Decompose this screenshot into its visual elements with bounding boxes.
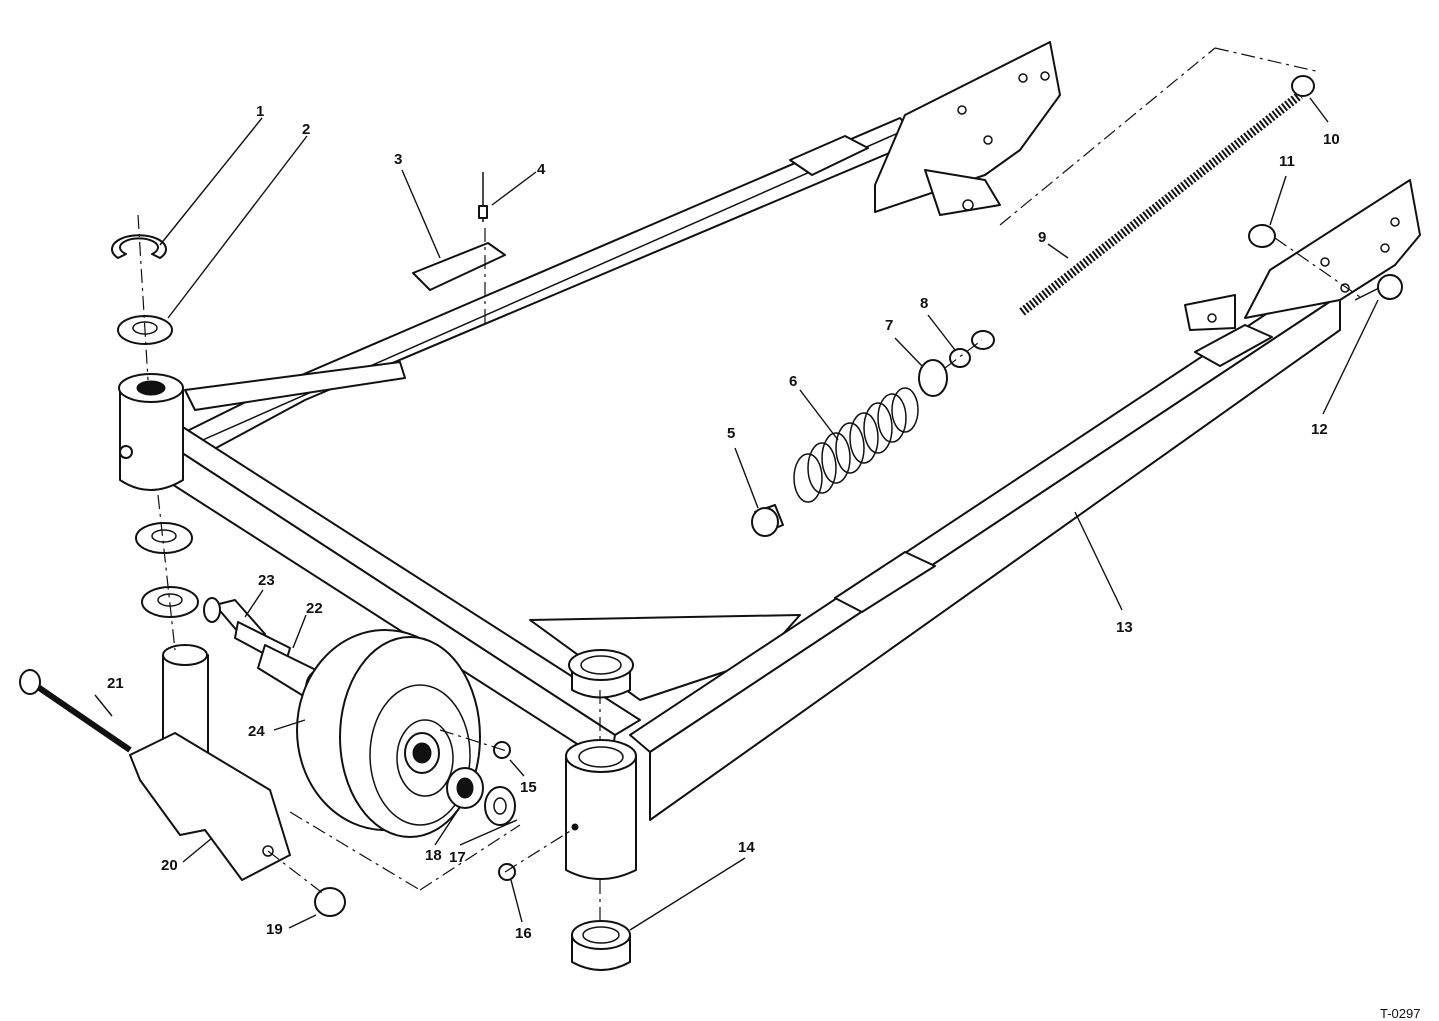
- callout-7: 7: [885, 317, 894, 334]
- right-pivot-tube: [565, 739, 637, 880]
- rail-pad-3: [834, 551, 936, 613]
- left-pivot-tube: [118, 373, 184, 491]
- callout-17: 17: [449, 849, 466, 866]
- callout-leaders: [94, 97, 1379, 931]
- callout-9: 9: [1038, 229, 1047, 246]
- bolt-16: [498, 863, 516, 881]
- callout-1: 1: [256, 103, 265, 120]
- callout-4: 4: [537, 161, 546, 178]
- threaded-rod-9: [1019, 91, 1303, 316]
- callout-10: 10: [1323, 131, 1340, 148]
- frame-right-rail: [629, 284, 1341, 821]
- snap-ring-1: [111, 234, 167, 259]
- callout-6: 6: [789, 373, 798, 390]
- callout-19: 19: [266, 921, 283, 938]
- mounting-plate-right: [1184, 179, 1421, 331]
- spacer-18: [446, 767, 484, 809]
- rail-pad-1: [789, 135, 869, 176]
- callout-3: 3: [394, 151, 403, 168]
- figure-id: T-0297: [1380, 1006, 1421, 1021]
- bolt-21: [19, 669, 132, 753]
- callout-5: 5: [727, 425, 736, 442]
- callout-14: 14: [738, 839, 755, 856]
- spring-6: [793, 387, 919, 503]
- callout-20: 20: [161, 857, 178, 874]
- callout-11: 11: [1279, 153, 1295, 170]
- callout-16: 16: [515, 925, 532, 942]
- assembly-axis-lines: [137, 47, 1361, 920]
- callout-2: 2: [302, 121, 311, 138]
- screw-4-head: [478, 205, 488, 219]
- nut-8: [949, 330, 995, 368]
- mounting-plate-left: [874, 41, 1061, 216]
- caster-fork-20: [129, 644, 291, 881]
- bushing-14: [571, 920, 631, 971]
- washer-17: [484, 786, 516, 826]
- spacer-5: [751, 504, 784, 537]
- callout-18: 18: [425, 847, 442, 864]
- wheel-24: [296, 629, 481, 838]
- callout-12: 12: [1311, 421, 1328, 438]
- nut-19: [314, 887, 346, 917]
- nut-10: [1291, 75, 1315, 97]
- lower-washer-a: [135, 522, 193, 554]
- rail-pad-2: [1194, 324, 1273, 367]
- frame-front-tube: [149, 421, 641, 766]
- callout-15: 15: [520, 779, 537, 796]
- lower-washer-b: [141, 586, 199, 618]
- washer-7: [918, 359, 948, 397]
- callout-21: 21: [107, 675, 124, 692]
- callout-13: 13: [1116, 619, 1133, 636]
- callout-23: 23: [258, 572, 275, 589]
- bolt-12: [1354, 274, 1403, 301]
- pad-3: [412, 242, 506, 291]
- frame-upper-brace: [184, 361, 406, 411]
- callout-22: 22: [306, 600, 323, 617]
- upper-bushing: [568, 649, 634, 699]
- callout-24: 24: [248, 723, 265, 740]
- callout-8: 8: [920, 295, 929, 312]
- nut-11: [1248, 224, 1276, 248]
